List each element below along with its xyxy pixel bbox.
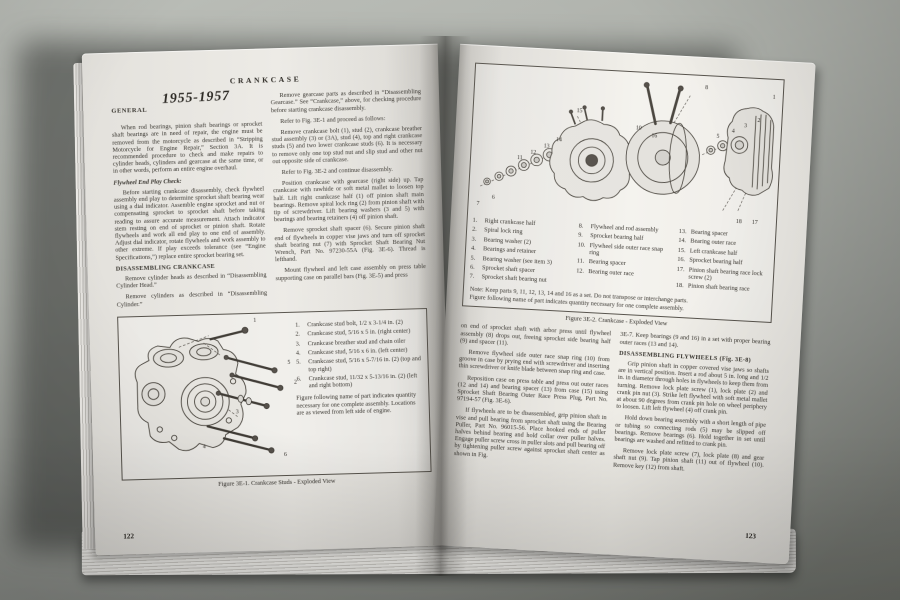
- left-column: GENERAL 1955-1957 When rod bearings, pin…: [111, 88, 268, 313]
- callout-number: 6: [283, 451, 288, 458]
- open-book: CRANKCASE GENERAL 1955-1957 When rod bea…: [73, 35, 816, 577]
- paragraph: Hold down bearing assembly with a short …: [614, 414, 767, 449]
- right-column: Remove gearcase parts as described in “D…: [270, 88, 426, 308]
- crankcase-exploded-illustration: [480, 81, 775, 212]
- paragraph: Refer to Fig. 3E-1 and proceed as follow…: [280, 114, 386, 125]
- callout-number: 4: [202, 444, 206, 451]
- crankcase-studs-illustration: [134, 326, 284, 454]
- right-page: 7 6 11 12 13 14 15 10 16 8 5 4 3: [433, 43, 816, 565]
- callout-number: 3: [743, 123, 748, 130]
- callout-number: 6: [491, 194, 495, 201]
- subheading-end-play: Flywheel End Play Check:: [113, 177, 182, 187]
- callout-number: 7: [476, 200, 480, 208]
- subheading-disassembling-crankcase: DISASSEMBLING CRANKCASE: [115, 262, 216, 273]
- paragraph: on end of sprocket shaft with arbor pres…: [459, 322, 612, 347]
- paragraph: Remove sprocket shaft spacer (6). Secure…: [274, 223, 426, 264]
- part-item: 6.Crankcase stud, 11/32 x 5-13/16 in. (2…: [296, 372, 418, 390]
- paragraph: Remove cylinder heads as described in “D…: [116, 271, 267, 290]
- callout-number: 1: [772, 94, 776, 101]
- paragraph: Remove flywheel side outer race snap rin…: [458, 348, 610, 378]
- figure-3e1-parts-list: 1.Crankcase stud bolt, 1/2 x 3-1/4 in. (…: [290, 312, 428, 472]
- callout-number: 13: [543, 143, 550, 150]
- paragraph: Before starting crankcase disassembly, c…: [113, 185, 266, 262]
- page-number-left: 122: [123, 532, 135, 541]
- callout-number: 4: [731, 128, 735, 135]
- callout-number: 5: [287, 359, 291, 366]
- paragraph: Remove cylinders as described in “Disass…: [116, 289, 268, 309]
- callout-number: 8: [704, 85, 709, 92]
- callout-number: 2: [757, 117, 761, 125]
- crankcase-studs-drawing: 1 5 2 3 6 4: [121, 316, 297, 477]
- paragraph: Remove lock plate screw (7), lock plate …: [612, 447, 765, 473]
- years-title: 1955-1957: [161, 88, 231, 108]
- callout-number: 15: [576, 108, 583, 115]
- paragraph: Remove crankcase bolt (1), stud (2), cra…: [271, 125, 423, 166]
- paragraph: Mount flywheel and left case assembly on…: [275, 263, 426, 282]
- left-page-columns: GENERAL 1955-1957 When rod bearings, pin…: [111, 88, 427, 312]
- figure-3e2-parts-list: 1.Right crankcase half 2.Spiral lock rin…: [468, 217, 771, 299]
- paragraph: Refer to Fig. 3E-2 and continue disassem…: [281, 165, 394, 177]
- callout-number: 1: [253, 317, 257, 324]
- callout-number: 12: [530, 149, 537, 157]
- callout-number: 18: [735, 218, 742, 226]
- left-page: CRANKCASE GENERAL 1955-1957 When rod bea…: [81, 43, 452, 556]
- paragraph: Reposition case on press table and press…: [456, 374, 609, 406]
- callout-number: 11: [516, 155, 523, 162]
- callout-number: 3: [235, 409, 239, 416]
- right-page-columns: on end of sprocket shaft with arbor pres…: [453, 322, 771, 481]
- page-spread: CRANKCASE GENERAL 1955-1957 When rod bea…: [81, 41, 816, 565]
- running-head: CRANKCASE: [229, 74, 302, 86]
- callout-number: 17: [751, 219, 758, 227]
- callout-number: 10: [635, 125, 642, 132]
- right-page-content: 7 6 11 12 13 14 15 10 16 8 5 4 3: [450, 62, 785, 549]
- left-page-content: CRANKCASE GENERAL 1955-1957 When rod bea…: [111, 72, 434, 540]
- paragraph: Position crankcase with gearcase (right …: [273, 176, 425, 224]
- figure-note: Figure following name of part indicates …: [296, 391, 417, 417]
- callout-number: 5: [716, 133, 720, 140]
- general-label: GENERAL: [111, 106, 148, 115]
- figure-3e2-box: 7 6 11 12 13 14 15 10 16 8 5 4 3: [461, 62, 785, 324]
- left-column: on end of sprocket shaft with arbor pres…: [453, 322, 612, 472]
- part-item: 5.Crankcase stud, 5/16 x 5-7/16 in. (2) …: [296, 355, 421, 373]
- paragraph: Remove gearcase parts as described in “D…: [270, 88, 422, 114]
- paragraph: Grip pinion shaft in copper covered vise…: [616, 360, 770, 416]
- crankcase-exploded-drawing: 7 6 11 12 13 14 15 10 16 8 5 4 3: [472, 67, 780, 231]
- section-title-row: GENERAL 1955-1957: [111, 88, 262, 121]
- page-number-right: 123: [744, 531, 757, 541]
- paragraph: When rod bearings, pinion shaft bearings…: [111, 120, 264, 176]
- right-column: 3E-7. Keep bearings (9 and 16) in a set …: [613, 331, 771, 480]
- callout-number: 16: [651, 133, 658, 140]
- paragraph: If flywheels are to be disassembled, gri…: [453, 406, 607, 459]
- figure-3e1-box: 1 5 2 3 6 4 1.Crankcase stud bolt, 1/2 x…: [117, 307, 432, 481]
- callout-number: 14: [555, 137, 563, 144]
